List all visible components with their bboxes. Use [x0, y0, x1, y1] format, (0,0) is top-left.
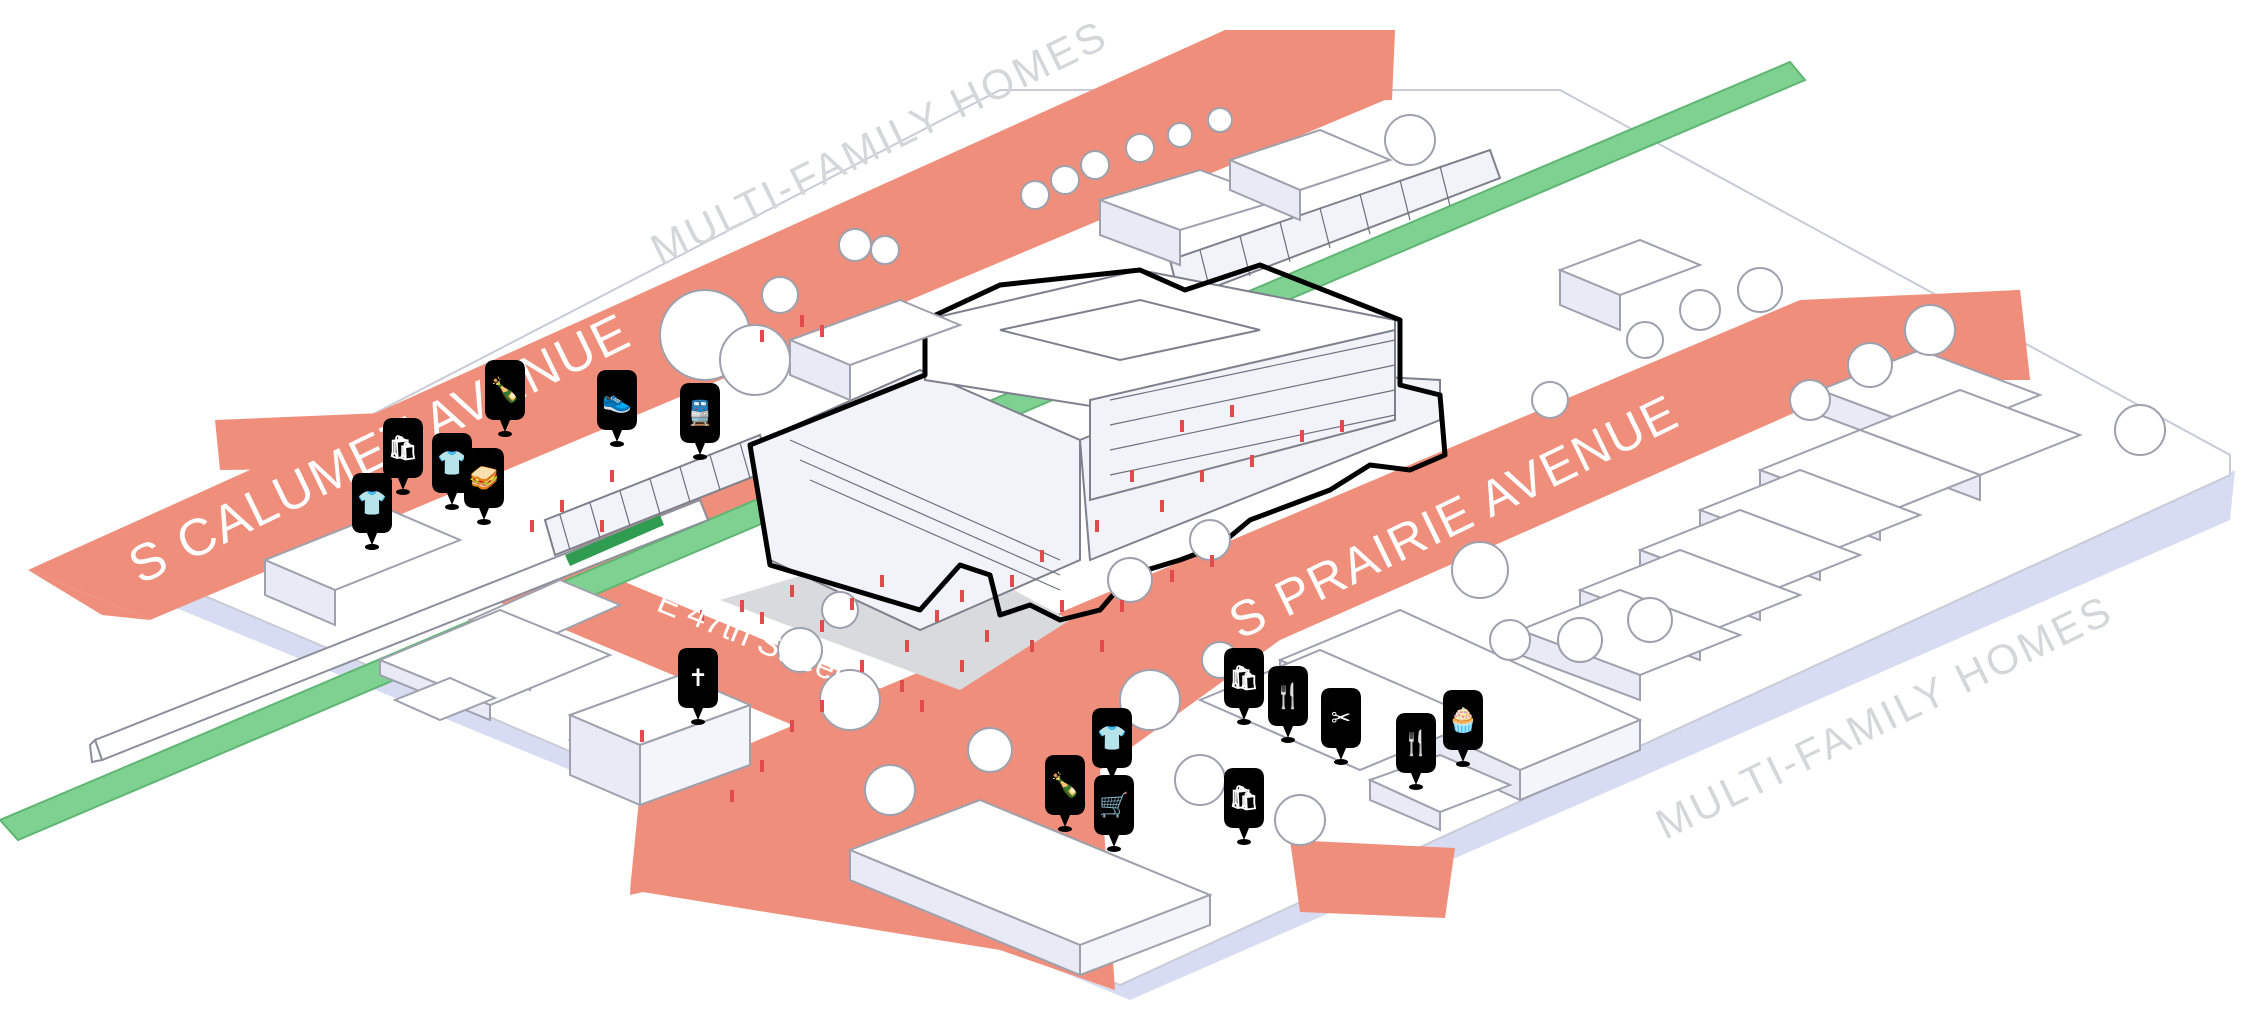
- church-pin: ✝: [678, 648, 718, 725]
- pedestrian: [1120, 600, 1124, 612]
- pedestrian: [1230, 405, 1234, 417]
- shopping-bag-pin-2: 🛍: [1224, 648, 1264, 725]
- pedestrian: [905, 640, 909, 652]
- cart-icon: 🛒: [1099, 791, 1129, 819]
- pedestrian: [820, 620, 824, 632]
- pedestrian: [1340, 420, 1344, 432]
- pedestrian: [730, 790, 734, 802]
- tshirt-icon: 👕: [437, 449, 467, 477]
- cross-icon: ✝: [688, 664, 708, 692]
- cupcake-icon: 🧁: [1448, 706, 1478, 734]
- pedestrian: [640, 730, 644, 742]
- pedestrian: [920, 700, 924, 712]
- bottle-icon: 🍾: [490, 376, 520, 404]
- bottle-icon: 🍾: [1050, 771, 1080, 799]
- pedestrian: [740, 600, 744, 612]
- east-row-houses: [1517, 238, 2083, 702]
- tshirt-icon: 👕: [357, 489, 387, 517]
- pedestrian: [1180, 420, 1184, 432]
- pedestrian: [960, 590, 964, 602]
- street-trees: [659, 107, 2166, 846]
- pedestrian: [800, 315, 804, 327]
- pedestrian: [1130, 470, 1134, 482]
- shopping-bag-pin: 🛍: [383, 418, 423, 495]
- pedestrians: [530, 315, 1344, 802]
- pedestrian: [530, 520, 534, 532]
- grocery-pin: 🛒: [1094, 775, 1134, 852]
- barber-pin: ✂: [1321, 688, 1361, 765]
- pedestrian: [1170, 570, 1174, 582]
- train: [88, 498, 710, 764]
- pedestrian: [600, 520, 604, 532]
- pedestrian: [610, 470, 614, 482]
- pedestrian: [560, 500, 564, 512]
- pedestrian: [1060, 600, 1064, 612]
- pedestrian: [760, 612, 764, 624]
- sneaker-icon: 👟: [602, 386, 632, 414]
- clothing-pin-2: 👕: [432, 433, 472, 510]
- shopping-bag-pin-3: 🛍: [1224, 768, 1264, 845]
- pedestrian: [1200, 470, 1204, 482]
- pedestrian: [1300, 430, 1304, 442]
- pedestrian: [1250, 455, 1254, 467]
- pedestrian: [935, 610, 939, 622]
- train-icon: 🚆: [685, 399, 715, 427]
- pedestrian: [820, 325, 824, 337]
- fork-knife-icon: 🍴: [1401, 729, 1431, 757]
- pedestrian: [790, 585, 794, 597]
- clothing-pin-3: 👕: [352, 473, 392, 550]
- pedestrian: [960, 660, 964, 672]
- sandwich-icon: 🥪: [469, 464, 499, 492]
- pedestrian: [860, 660, 864, 672]
- pedestrian: [790, 720, 794, 732]
- bakery-pin: 🧁: [1443, 690, 1483, 767]
- shoe-store-pin: 👟: [597, 370, 637, 447]
- pedestrian: [1210, 555, 1214, 567]
- sandwich-pin: 🥪: [464, 448, 504, 525]
- pedestrian: [1040, 550, 1044, 562]
- north-block-buildings: [787, 128, 1393, 402]
- pedestrian: [985, 630, 989, 642]
- pedestrian: [760, 760, 764, 772]
- tshirt-icon: 👕: [1097, 724, 1127, 752]
- pedestrian: [1100, 640, 1104, 652]
- amenity-pins: 👕🛍🍾👟👕🥪👕🚆✝🛍🍴✂🍴🧁👕🍾🛒🛍: [352, 360, 1483, 852]
- pedestrian: [1160, 500, 1164, 512]
- fork-knife-icon: 🍴: [1273, 682, 1303, 710]
- bag-icon: 🛍: [388, 434, 418, 462]
- restaurant-pin-2: 🍴: [1396, 713, 1436, 790]
- scissors-icon: ✂: [1331, 704, 1351, 732]
- liquor-pin-2: 🍾: [1045, 755, 1085, 832]
- main-building: [747, 262, 1448, 632]
- pedestrian: [820, 700, 824, 712]
- transit-pin: 🚆: [680, 383, 720, 460]
- pedestrian: [700, 610, 704, 622]
- pedestrian: [900, 680, 904, 692]
- bag-icon: 🛍: [1229, 784, 1259, 812]
- pedestrian: [850, 598, 854, 610]
- restaurant-pin: 🍴: [1268, 666, 1308, 743]
- pedestrian: [1030, 640, 1034, 652]
- pedestrian: [1010, 575, 1014, 587]
- bag-icon: 🛍: [1229, 664, 1259, 692]
- pedestrian: [1095, 520, 1099, 532]
- liquor-pin: 🍾: [485, 360, 525, 437]
- pedestrian: [880, 575, 884, 587]
- pedestrian: [760, 330, 764, 342]
